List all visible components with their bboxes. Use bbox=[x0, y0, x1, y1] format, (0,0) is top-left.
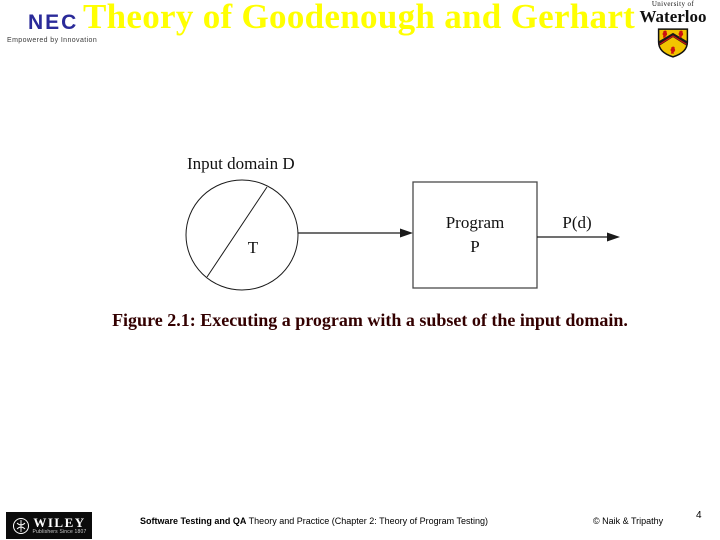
wiley-logo: WILEY Publishers Since 1807 bbox=[6, 512, 92, 539]
output-arrow-head bbox=[607, 232, 620, 242]
program-box-line1: Program bbox=[446, 213, 505, 232]
output-label: P(d) bbox=[562, 213, 591, 232]
input-domain-circle bbox=[185, 179, 299, 291]
subset-label: T bbox=[248, 238, 259, 257]
page-title: Theory of Goodenough and Gerhart bbox=[83, 0, 636, 36]
footer-course-title: Software Testing and QA Theory and Pract… bbox=[140, 516, 488, 526]
input-arrow-head bbox=[400, 228, 413, 238]
footer-course-title-rest: Theory and Practice (Chapter 2: Theory o… bbox=[246, 516, 488, 526]
input-domain-label: Input domain D bbox=[187, 154, 295, 173]
waterloo-logo-small-text: University of bbox=[651, 0, 695, 8]
nec-logo-text: NEC bbox=[28, 11, 79, 34]
figure-caption: Figure 2.1: Executing a program with a s… bbox=[112, 310, 628, 330]
subset-divider-line bbox=[206, 186, 268, 278]
program-box-line2: P bbox=[470, 237, 479, 256]
program-box bbox=[412, 181, 538, 289]
waterloo-shield-icon bbox=[657, 28, 689, 58]
nec-logo: NEC Empowered by Innovation bbox=[7, 11, 97, 44]
waterloo-logo: University of Waterloo bbox=[626, 1, 720, 63]
wiley-logo-text: WILEY bbox=[33, 515, 86, 530]
footer-course-title-bold: Software Testing and QA bbox=[140, 516, 247, 526]
figure-diagram: Input domain D T Program P P(d) bbox=[185, 154, 620, 291]
wiley-logo-tagline: Publishers Since 1807 bbox=[32, 529, 87, 535]
waterloo-logo-text: Waterloo bbox=[639, 7, 707, 26]
footer-copyright: © Naik & Tripathy bbox=[593, 516, 664, 526]
page-number: 4 bbox=[696, 510, 702, 521]
wiley-emblem-icon bbox=[12, 517, 29, 534]
nec-tagline: Empowered by Innovation bbox=[7, 37, 98, 44]
